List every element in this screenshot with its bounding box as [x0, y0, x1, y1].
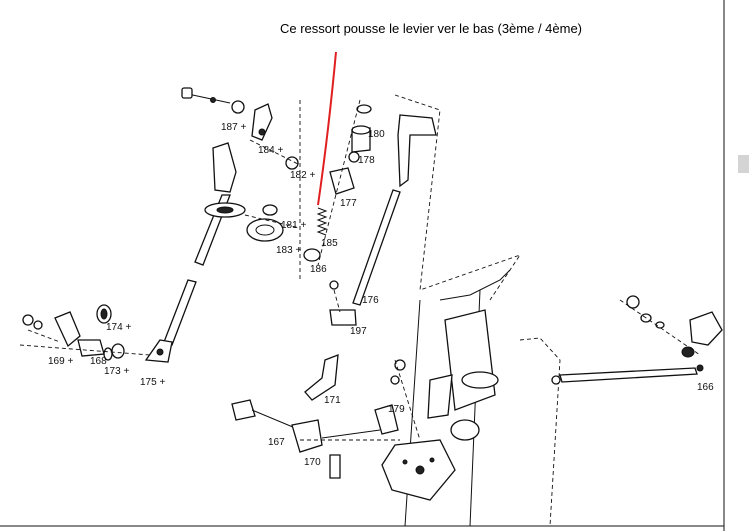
label-181: 181 + [281, 220, 306, 231]
scrollbar-thumb[interactable] [738, 155, 749, 173]
label-169: 169 + [48, 356, 73, 367]
gearbox-housing [381, 269, 561, 527]
selector-column [299, 94, 522, 401]
label-171: 171 [324, 395, 341, 406]
lever-assembly-lower-left [19, 304, 151, 361]
label-167: 167 [268, 437, 285, 448]
label-177: 177 [340, 198, 357, 209]
label-182: 182 + [290, 170, 315, 181]
label-178: 178 [358, 155, 375, 166]
label-186: 186 [310, 264, 327, 275]
label-197: 197 [350, 326, 367, 337]
label-166: 166 [697, 382, 714, 393]
label-183: 183 + [276, 245, 301, 256]
caption-text: Ce ressort pousse le levier ver le bas (… [280, 21, 582, 36]
shift-rod-166 [551, 295, 723, 385]
label-168: 168 [90, 356, 107, 367]
label-185: 185 [321, 238, 338, 249]
label-187: 187 + [221, 122, 246, 133]
label-174: 174 + [106, 322, 131, 333]
label-184: 184 + [258, 145, 283, 156]
lever-assembly-upper [144, 87, 301, 363]
annotation-arrow [317, 51, 337, 206]
lower-linkage [231, 359, 421, 479]
label-176: 176 [362, 295, 379, 306]
label-170: 170 [304, 457, 321, 468]
label-179: 179 [388, 404, 405, 415]
label-175: 175 + [140, 377, 165, 388]
part-labels: 187 + 184 + 182 + 181 + 183 + 180 178 17… [48, 122, 714, 468]
label-173: 173 + [104, 366, 129, 377]
label-180: 180 [368, 129, 385, 140]
